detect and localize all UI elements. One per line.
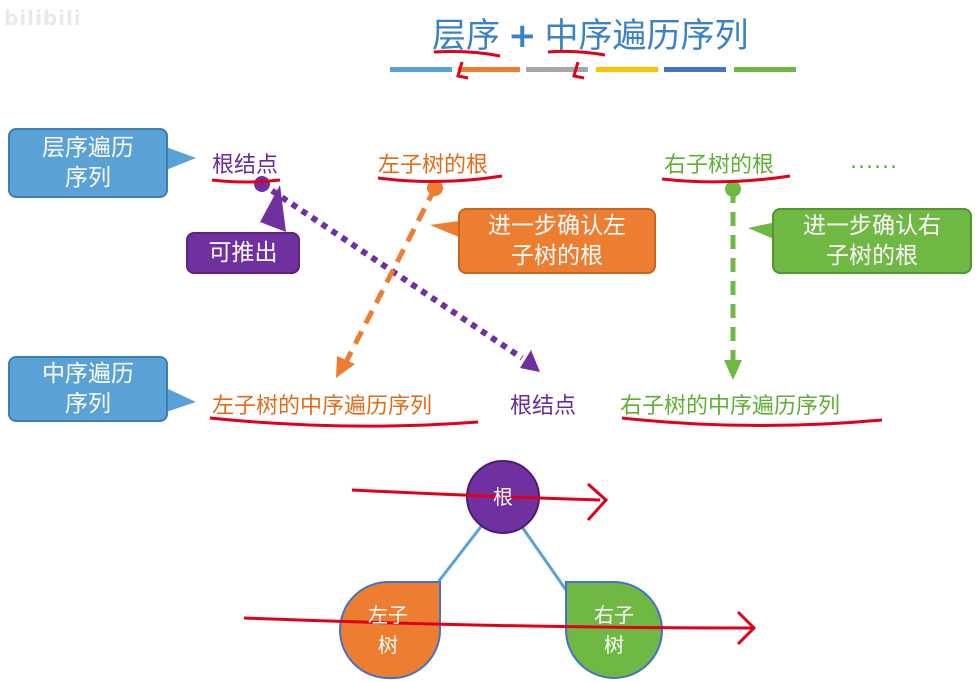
ink-underline-title-1 <box>433 50 501 58</box>
in-order-callout-tail <box>166 388 196 412</box>
derivable-callout-tail <box>260 185 286 232</box>
page-title: 层序+中序遍历序列 <box>432 8 749 57</box>
title-part-inorder: 中序遍历序列 <box>544 16 749 56</box>
confirm-right-callout: 进一步确认右 子树的根 <box>772 208 972 274</box>
title-color-strip <box>390 67 796 72</box>
ink-underline-title-2 <box>547 49 606 57</box>
ink-arrow-children-head <box>736 610 757 646</box>
strip-navy <box>664 67 726 72</box>
tree-right-label: 右子 树 <box>594 603 634 657</box>
ink-underline-right-root <box>661 174 791 184</box>
ink-arrow-root-head <box>586 482 609 522</box>
ink-mark-1 <box>456 61 469 80</box>
level-order-right-root-label: 右子树的根 <box>664 153 775 178</box>
in-order-root-label: 根结点 <box>510 394 577 419</box>
strip-gray <box>526 67 588 72</box>
ink-underline-left-seq <box>209 416 479 428</box>
right-root-mapping-arrowhead <box>724 360 742 380</box>
derivable-callout: 可推出 <box>186 232 300 274</box>
ink-underline-right-seq <box>621 416 883 428</box>
left-root-mapping-arrow <box>343 186 438 364</box>
strip-blue <box>390 67 452 72</box>
bilibili-watermark: bilibili <box>4 6 82 30</box>
ink-arrow-root-line <box>351 488 601 502</box>
in-order-callout: 中序遍历 序列 <box>8 356 168 422</box>
tree-root-label: 根 <box>493 485 513 509</box>
ink-underline-root <box>211 178 281 184</box>
strip-orange <box>458 67 520 72</box>
in-order-right-seq-label: 右子树的中序遍历序列 <box>620 394 841 419</box>
level-order-ellipsis: ...... <box>850 149 898 174</box>
level-order-root-label: 根结点 <box>212 153 279 178</box>
left-root-mapping-arrowhead <box>336 356 355 378</box>
strip-yellow <box>596 67 658 72</box>
root-mapping-arrowhead <box>520 350 540 372</box>
level-order-left-root-label: 左子树的根 <box>378 153 489 178</box>
level-order-callout-tail <box>166 147 196 170</box>
tree-left-label: 左子 树 <box>368 603 408 657</box>
ink-arrow-children-line <box>243 616 753 630</box>
confirm-left-callout-tail <box>430 220 466 240</box>
tree-left-node <box>338 581 442 680</box>
tree-right-node <box>565 581 664 680</box>
ink-mark-2 <box>572 61 585 80</box>
confirm-right-callout-tail <box>748 222 776 240</box>
tree-edge-right <box>518 523 568 591</box>
level-order-callout: 层序遍历 序列 <box>8 128 168 198</box>
title-part-level-order: 层序 <box>432 16 500 56</box>
strip-green <box>734 67 796 72</box>
ink-underline-left-root <box>377 174 503 184</box>
title-plus: + <box>508 16 537 56</box>
tree-edge-left <box>430 523 485 591</box>
in-order-left-seq-label: 左子树的中序遍历序列 <box>212 394 433 419</box>
confirm-left-callout: 进一步确认左 子树的根 <box>458 208 656 274</box>
